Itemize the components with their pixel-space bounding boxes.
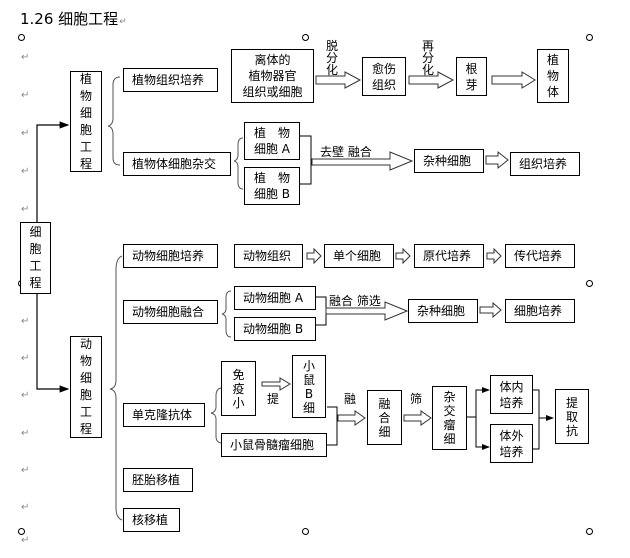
node-root-bud[interactable]: 根 芽 xyxy=(456,57,487,96)
paragraph-mark: ↵ xyxy=(21,128,30,139)
resize-handle-bottom-right[interactable] xyxy=(586,528,593,535)
node-extract-antibody[interactable]: 提取抗 xyxy=(555,389,589,444)
root-to-animal-connector xyxy=(36,294,70,393)
block-arrow xyxy=(491,71,536,89)
resize-handle-middle-right[interactable] xyxy=(586,280,593,287)
node-plant-somatic-hybridization[interactable]: 植物体细胞杂交 xyxy=(123,152,231,176)
block-arrow xyxy=(315,71,362,89)
node-in-vivo-culture[interactable]: 体内 培养 xyxy=(490,375,533,414)
page-title: 1.26 细胞工程↵ xyxy=(20,10,127,28)
animal-branch-label: 动物细胞工程 xyxy=(79,337,92,436)
node-cell-culture[interactable]: 细胞培养 xyxy=(505,299,575,323)
node-plant-body[interactable]: 植 物 体 xyxy=(537,49,569,103)
block-arrow xyxy=(403,410,432,426)
node-explant[interactable]: 离体的 植物器官 组织或细胞 xyxy=(231,49,314,103)
block-arrow xyxy=(408,71,455,89)
paragraph-mark: ↵ xyxy=(21,390,30,401)
node-plant-hybrid-cell[interactable]: 杂种细胞 xyxy=(414,149,484,173)
resize-handle-top-right[interactable] xyxy=(586,34,593,41)
label-remove-wall-fuse: 去壁 融合 xyxy=(320,145,372,159)
node-animal-cell-culture[interactable]: 动物细胞培养 xyxy=(123,244,218,268)
resize-handle-bottom-center[interactable] xyxy=(302,528,309,535)
label-fuse: 融 xyxy=(344,392,357,406)
node-plant-cell-b[interactable]: 植 物 细胞 B xyxy=(244,167,300,205)
hybrid-brace xyxy=(233,137,244,190)
root-to-plant-connector xyxy=(36,121,70,222)
node-plant-cell-a[interactable]: 植 物 细胞 A xyxy=(244,122,300,160)
node-animal-cell-fusion[interactable]: 动物细胞融合 xyxy=(123,300,218,324)
paragraph-mark: ↵ xyxy=(21,204,30,215)
block-arrow xyxy=(311,151,414,171)
node-subculture[interactable]: 传代培养 xyxy=(505,244,575,268)
block-arrow xyxy=(479,301,502,319)
node-myeloma-cell[interactable]: 小鼠骨髓瘤细胞 xyxy=(221,433,327,457)
paragraph-mark: ↵ xyxy=(21,316,30,327)
node-hybridoma[interactable]: 杂交瘤细 xyxy=(432,386,467,450)
node-plant-tissue-culture[interactable]: 植物组织培养 xyxy=(123,68,218,92)
node-immunized-mouse[interactable]: 免疫小 xyxy=(221,361,256,416)
node-animal-cell-b[interactable]: 动物细胞 B xyxy=(234,317,316,341)
node-animal-hybrid-cell[interactable]: 杂种细胞 xyxy=(408,299,478,323)
node-single-cell[interactable]: 单个细胞 xyxy=(324,244,394,268)
paragraph-mark: ↵ xyxy=(21,428,30,439)
node-nuclear-transfer[interactable]: 核移植 xyxy=(123,508,180,532)
block-arrow xyxy=(485,150,509,170)
plant-brace xyxy=(107,76,121,166)
animal-brace xyxy=(109,255,123,521)
label-redifferentiation: 再分化 xyxy=(422,39,435,77)
label-extract: 提 xyxy=(267,392,280,406)
paragraph-mark: ↵ xyxy=(21,535,30,546)
paragraph-mark: ↵ xyxy=(21,166,30,177)
label-dedifferentiation: 脱分化 xyxy=(326,39,339,77)
node-fused-cell[interactable]: 融合细 xyxy=(367,390,402,445)
root-node-cell-engineering[interactable]: 细胞工程 xyxy=(20,222,51,294)
block-arrow xyxy=(325,301,409,321)
node-monoclonal-antibody[interactable]: 单克隆抗体 xyxy=(123,403,205,427)
resize-handle-top-left[interactable] xyxy=(18,34,25,41)
block-arrow xyxy=(337,410,366,426)
node-embryo-transfer[interactable]: 胚胎移植 xyxy=(123,468,193,492)
label-screen: 筛 xyxy=(410,392,423,406)
paragraph-mark: ↵ xyxy=(21,465,30,476)
root-label: 细胞工程 xyxy=(29,225,42,290)
block-arrow xyxy=(261,377,291,391)
node-mouse-b-cell[interactable]: 小鼠B细 xyxy=(292,355,326,418)
resize-handle-top-center[interactable] xyxy=(302,34,309,41)
label-fuse-screen: 融合 筛选 xyxy=(329,294,381,308)
node-plant-tissue-culture-2[interactable]: 组织培养 xyxy=(510,152,580,176)
paragraph-mark: ↵ xyxy=(21,90,30,101)
plant-branch-label: 植物细胞工程 xyxy=(79,71,92,171)
paragraph-mark: ↵ xyxy=(21,52,30,63)
block-arrow xyxy=(486,247,502,265)
node-animal-tissue[interactable]: 动物组织 xyxy=(234,244,303,268)
node-animal-cell-engineering[interactable]: 动物细胞工程 xyxy=(70,336,102,438)
node-plant-cell-engineering[interactable]: 植物细胞工程 xyxy=(70,71,102,172)
resize-handle-bottom-left[interactable] xyxy=(18,528,25,535)
block-arrow xyxy=(306,247,322,265)
block-arrow xyxy=(395,247,411,265)
node-animal-cell-a[interactable]: 动物细胞 A xyxy=(234,286,316,310)
node-primary-culture[interactable]: 原代培养 xyxy=(414,244,484,268)
paragraph-mark: ↵ xyxy=(21,502,30,513)
paragraph-mark: ↵ xyxy=(21,353,30,364)
node-callus[interactable]: 愈伤 组织 xyxy=(362,57,406,96)
node-in-vitro-culture[interactable]: 体外 培养 xyxy=(490,424,533,463)
animal-fusion-brace xyxy=(221,290,232,338)
monoclonal-brace xyxy=(210,387,223,444)
